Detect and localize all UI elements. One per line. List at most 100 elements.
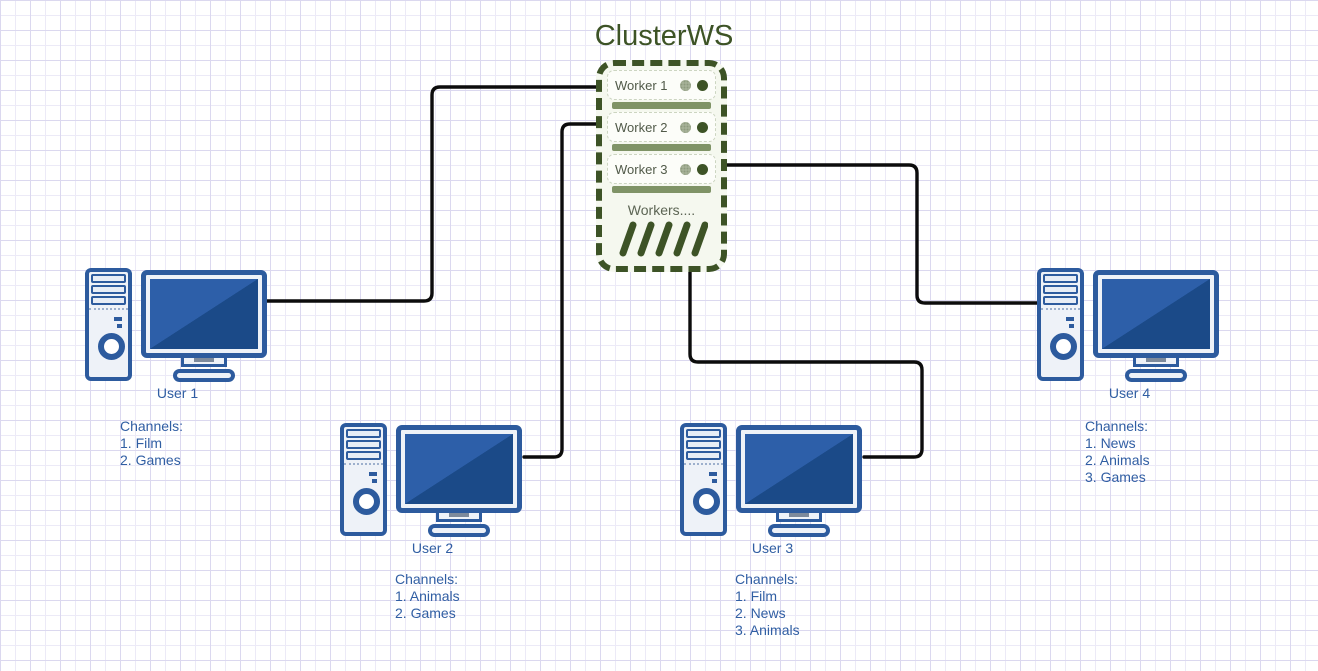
rack-separator <box>612 144 711 151</box>
tower-button <box>369 472 377 476</box>
channels-title: Channels: <box>735 571 799 587</box>
worker-label: Worker 1 <box>615 77 668 93</box>
channels-list: Channels: 1. Animals 2. Games <box>395 571 460 622</box>
led-solid-icon <box>697 163 708 175</box>
tower-vent-slat <box>686 451 721 460</box>
channels-list: Channels: 1. Film 2. News 3. Animals <box>735 571 800 639</box>
tower-vent-slat <box>1043 285 1078 294</box>
led-solid-icon <box>697 79 708 91</box>
computer-tower-icon <box>680 423 727 536</box>
tower-vent-slat <box>346 440 381 449</box>
connector-user2-worker2 <box>522 122 598 459</box>
channel-item: 2. Animals <box>1085 452 1150 468</box>
computer-tower-icon <box>1037 268 1084 381</box>
channel-item: 2. Games <box>120 452 181 468</box>
led-dotted-icon <box>680 163 691 175</box>
monitor-neck <box>776 513 822 522</box>
tower-button <box>372 479 377 483</box>
monitor-neck-shadow <box>449 513 469 517</box>
tower-button <box>117 324 122 328</box>
monitor-screen <box>1102 279 1210 349</box>
tower-buttons <box>114 317 122 328</box>
computer-monitor-icon <box>396 425 522 513</box>
tower-buttons <box>369 472 377 483</box>
computer-icon <box>340 423 525 540</box>
computer-monitor-icon <box>736 425 862 513</box>
worker-label: Worker 2 <box>615 119 668 135</box>
monitor-screen <box>745 434 853 504</box>
led-group <box>680 121 708 133</box>
worker-row-2: Worker 2 <box>607 112 716 142</box>
tower-vent-slat <box>686 429 721 438</box>
workers-more-section: Workers.... <box>605 195 718 263</box>
led-solid-icon <box>697 121 708 133</box>
tower-button <box>1066 317 1074 321</box>
connector-server-user3 <box>688 270 924 459</box>
tower-vent-slat <box>1043 296 1078 305</box>
tower-buttons <box>709 472 717 483</box>
led-dotted-icon <box>680 79 691 91</box>
tower-vent-slat <box>1043 274 1078 283</box>
monitor-neck-shadow <box>1146 358 1166 362</box>
user-node-1: User 1 Channels: 1. Film 2. Games <box>85 268 270 468</box>
worker-label: Worker 3 <box>615 161 668 177</box>
user-node-2: User 2 Channels: 1. Animals 2. Games <box>340 423 525 621</box>
channel-item: 3. Animals <box>735 622 800 638</box>
channels-title: Channels: <box>395 571 459 587</box>
user-label: User 3 <box>751 540 794 556</box>
computer-tower-icon <box>85 268 132 381</box>
led-group <box>680 163 708 175</box>
tower-power-icon <box>1050 333 1077 360</box>
tower-vent-slat <box>91 285 126 294</box>
channel-item: 2. News <box>735 605 786 621</box>
monitor-screen <box>405 434 513 504</box>
rack-separator <box>612 186 711 193</box>
tower-vent-slat <box>686 440 721 449</box>
tower-button <box>1069 324 1074 328</box>
tower-power-icon <box>98 333 125 360</box>
channel-item: 1. News <box>1085 435 1136 451</box>
channel-item: 1. Film <box>120 435 162 451</box>
worker-row-3: Worker 3 <box>607 154 716 184</box>
tower-divider <box>344 463 383 465</box>
tower-button <box>114 317 122 321</box>
channels-list: Channels: 1. Film 2. Games <box>120 418 183 469</box>
connector-worker3-user4 <box>725 163 1042 305</box>
server-stack: Worker 1 Worker 2 Worker 3 Workers.... <box>596 60 727 272</box>
tower-vent-slat <box>91 296 126 305</box>
monitor-base <box>1125 369 1187 382</box>
monitor-neck <box>181 358 227 367</box>
monitor-base <box>173 369 235 382</box>
rack-separator <box>612 102 711 109</box>
computer-icon <box>680 423 865 540</box>
channel-item: 2. Games <box>395 605 456 621</box>
led-dotted-icon <box>680 121 691 133</box>
user-node-4: User 4 Channels: 1. News 2. Animals 3. G… <box>1037 268 1222 485</box>
monitor-neck <box>436 513 482 522</box>
channel-item: 3. Games <box>1085 469 1146 485</box>
led-group <box>680 79 708 91</box>
channels-list: Channels: 1. News 2. Animals 3. Games <box>1085 418 1150 486</box>
monitor-neck <box>1133 358 1179 367</box>
workers-more-label: Workers.... <box>627 201 696 218</box>
tower-vent-slat <box>346 451 381 460</box>
monitor-neck-shadow <box>194 358 214 362</box>
computer-icon <box>1037 268 1222 385</box>
computer-tower-icon <box>340 423 387 536</box>
user-label: User 2 <box>411 540 454 556</box>
tower-button <box>709 472 717 476</box>
monitor-base <box>768 524 830 537</box>
monitor-base <box>428 524 490 537</box>
worker-row-1: Worker 1 <box>607 70 716 100</box>
channel-item: 1. Animals <box>395 588 460 604</box>
tower-vent-slat <box>91 274 126 283</box>
user-node-3: User 3 Channels: 1. Film 2. News 3. Anim… <box>680 423 865 638</box>
tower-power-icon <box>353 488 380 515</box>
channels-title: Channels: <box>1085 418 1149 434</box>
tower-power-icon <box>693 488 720 515</box>
channels-title: Channels: <box>120 418 184 434</box>
computer-monitor-icon <box>1093 270 1219 358</box>
monitor-screen <box>150 279 258 349</box>
